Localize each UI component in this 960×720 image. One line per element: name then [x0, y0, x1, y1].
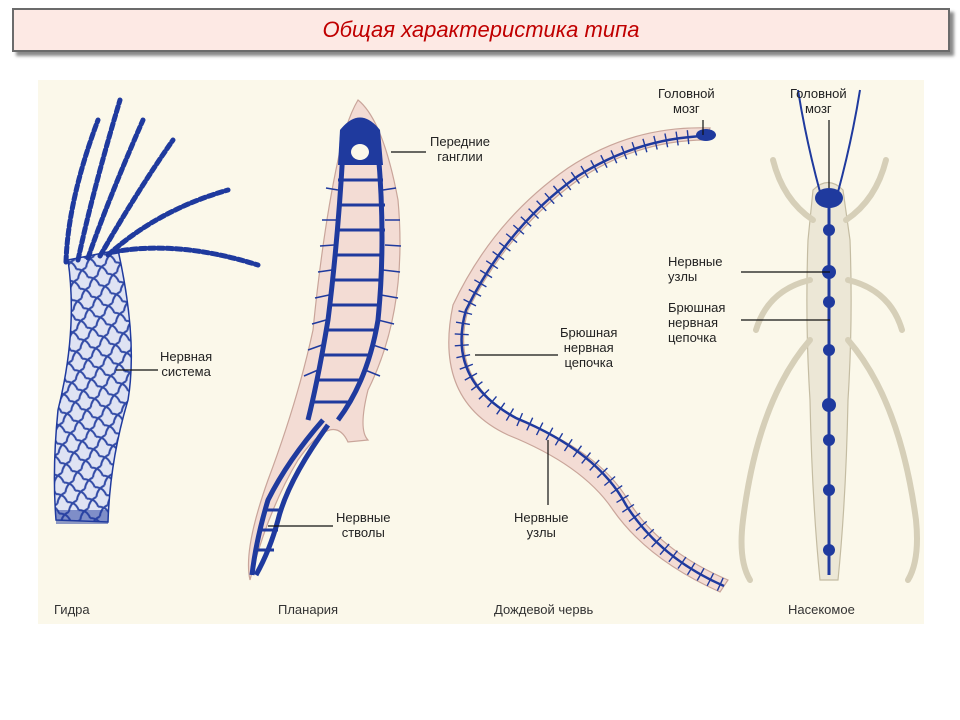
insect-antenna-nerves — [797, 89, 861, 193]
earthworm-segment-nerve — [610, 150, 618, 164]
caption-planaria: Планария — [278, 602, 339, 617]
earthworm-segment-nerve — [526, 417, 534, 431]
earthworm-segment-nerve — [621, 503, 635, 513]
label-planaria-nerve-trunks: Нервные стволы — [336, 510, 391, 540]
earthworm-segment-nerve — [505, 233, 518, 244]
earthworm-segment-nerve — [561, 178, 572, 191]
label-insect-nerve-nodes: Нервные узлы — [668, 254, 723, 284]
insect-head-brain — [815, 188, 843, 208]
earthworm-head-brain — [696, 129, 716, 141]
earthworm-segment-nerve — [455, 321, 470, 326]
label-insect-ventral-chain: Брюшная нервная цепочка — [668, 300, 726, 345]
nervous-systems-figure: Нервная система Передние ганглии Нервные… — [38, 80, 924, 624]
earthworm-segment-nerve — [505, 408, 515, 421]
earthworm-segment-nerve — [485, 260, 499, 270]
earthworm-segment-nerve — [620, 145, 628, 160]
earthworm-segment-nerve — [635, 520, 648, 531]
earthworm-segment-nerve — [464, 372, 478, 381]
earthworm-segment-nerve — [675, 131, 679, 146]
earthworm-segment-nerve — [706, 573, 715, 587]
earthworm-segment-nerve — [589, 459, 600, 471]
earthworm-segment-nerves — [454, 130, 724, 591]
planaria-branches — [303, 187, 402, 377]
slide-title-bar: Общая характеристика типа — [12, 8, 950, 52]
earthworm-segment-nerve — [498, 242, 511, 252]
earthworm-segment-nerve — [552, 185, 563, 198]
earthworm-segment-nerve — [581, 452, 592, 464]
earthworm-segment-nerve — [664, 133, 669, 148]
planaria-anterior-ganglia — [338, 117, 383, 165]
label-insect-head-brain: Головной мозг — [790, 86, 847, 116]
earthworm-segment-nerve — [580, 165, 589, 179]
earthworm-segment-nerve — [686, 130, 690, 145]
earthworm-segment-nerve — [651, 536, 662, 548]
planaria-nerve-trunks — [249, 149, 385, 577]
earthworm-segment-nerve — [642, 138, 648, 153]
figure-drawing — [53, 89, 920, 593]
earthworm-segment-nerve — [659, 543, 670, 556]
earthworm-segment-nerve — [653, 135, 658, 150]
earthworm-segment-nerve — [716, 577, 724, 591]
earthworm-segment-nerve — [470, 381, 483, 391]
insect-drawing — [738, 89, 920, 583]
earthworm-segment-nerve — [544, 192, 555, 205]
earthworm-segment-nerve — [520, 216, 532, 227]
hydra-tentacles — [63, 97, 261, 268]
earthworm-segment-nerve — [468, 288, 482, 297]
earthworm-segment-nerve — [458, 310, 473, 316]
earthworm-segment-nerve — [628, 512, 641, 523]
label-planaria-anterior-ganglia: Передние ганглии — [430, 134, 491, 164]
earthworm-segment-nerve — [463, 298, 477, 307]
earthworm-segment-nerve — [459, 363, 474, 370]
earthworm-segment-nerve — [570, 171, 581, 184]
leader-lines — [116, 120, 830, 527]
earthworm-segment-nerve — [686, 562, 696, 576]
caption-earthworm: Дождевой червь — [494, 602, 594, 617]
earthworm-segment-nerve — [478, 388, 490, 400]
earthworm-segment-nerve — [473, 279, 487, 288]
slide-title: Общая характеристика типа — [322, 17, 640, 42]
planaria-drawing — [247, 99, 402, 581]
earthworm-segment-nerve — [677, 556, 687, 569]
earthworm-segment-nerve — [554, 432, 564, 446]
earthworm-segment-nerve — [486, 396, 498, 408]
earthworm-segment-nerve — [528, 208, 540, 219]
label-worm-ventral-chain: Брюшная нервная цепочка — [560, 325, 618, 370]
earthworm-segment-nerve — [631, 141, 638, 156]
earthworm-segment-nerve — [479, 269, 493, 279]
earthworm-segment-nerve — [456, 353, 471, 359]
hydra-drawing — [53, 97, 261, 524]
label-worm-head-brain: Головной мозг — [658, 86, 715, 116]
earthworm-segment-nerve — [610, 485, 623, 495]
caption-insect: Насекомое — [788, 602, 855, 617]
earthworm-segment-nerve — [596, 467, 608, 479]
earthworm-segment-nerve — [516, 412, 524, 427]
earthworm-segment-nerve — [563, 438, 573, 452]
caption-hydra: Гидра — [54, 602, 90, 617]
insect-legs — [738, 157, 920, 583]
earthworm-ventral-chain — [460, 134, 725, 588]
earthworm-segment-nerve — [643, 528, 655, 540]
label-worm-nerve-nodes: Нервные узлы — [514, 510, 569, 540]
earthworm-segment-nerve — [616, 494, 629, 504]
planaria-commissures — [258, 178, 385, 552]
earthworm-drawing — [448, 127, 729, 593]
earthworm-segment-nerve — [512, 224, 525, 235]
earthworm-segment-nerve — [454, 333, 469, 336]
earthworm-segment-nerve — [572, 445, 583, 458]
earthworm-segment-nerve — [668, 550, 678, 563]
earthworm-segment-nerve — [536, 200, 547, 212]
earthworm-segment-nerve — [600, 154, 608, 169]
earthworm-segment-nerve — [545, 427, 554, 441]
earthworm-segment-nerve — [696, 567, 705, 581]
earthworm-segment-nerve — [603, 475, 616, 487]
label-hydra-nervous-system: Нервная система — [160, 349, 213, 379]
earthworm-segment-nerve — [496, 402, 506, 415]
earthworm-segment-nerve — [590, 160, 599, 173]
earthworm-segment-nerve — [535, 422, 544, 436]
insect-ganglia — [815, 188, 843, 556]
earthworm-segment-nerve — [492, 251, 505, 261]
earthworm-segment-nerve — [454, 344, 469, 347]
